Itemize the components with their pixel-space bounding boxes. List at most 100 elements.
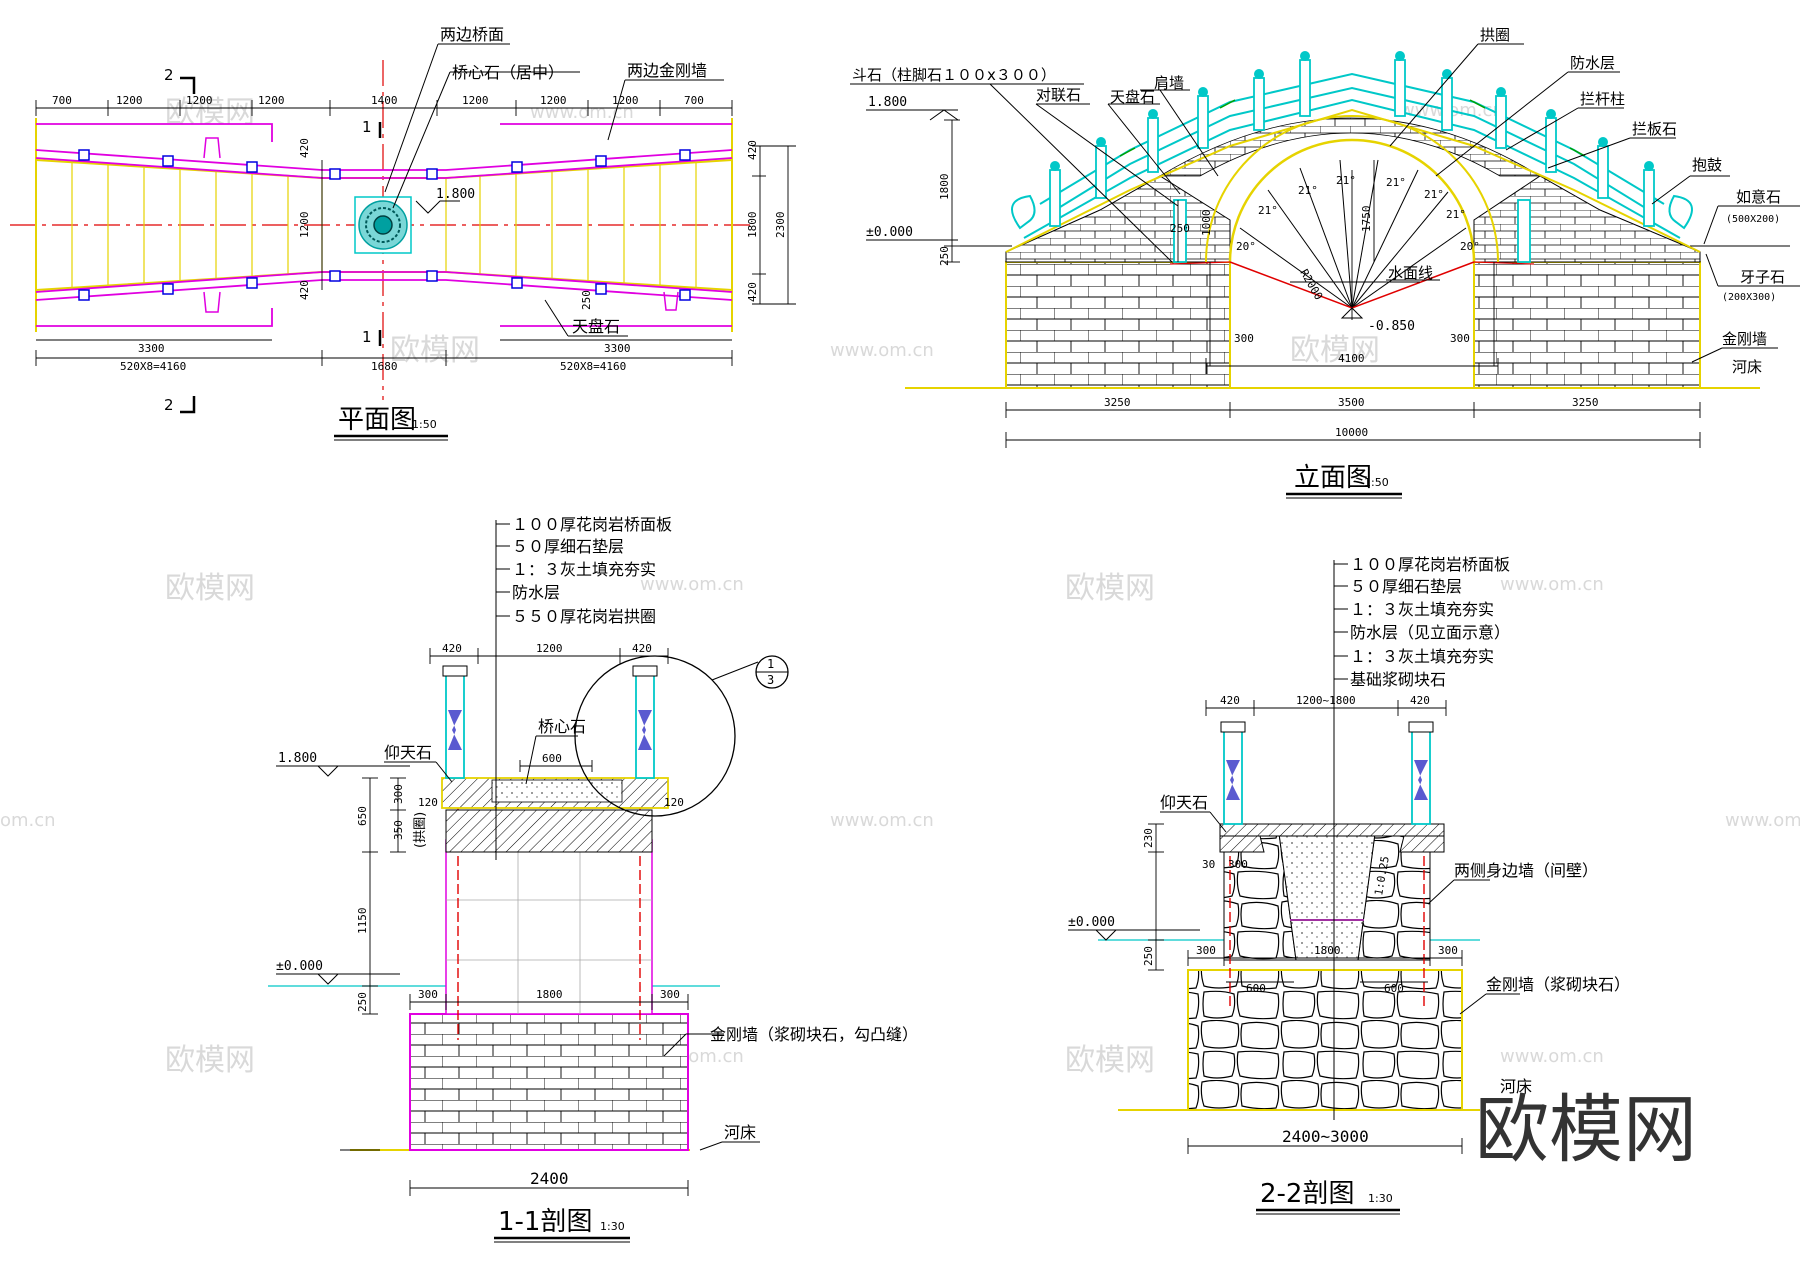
dim-250: 250 [580, 290, 593, 310]
watermark-url: www.om.cn [1500, 1046, 1604, 1067]
section-2-title: 2-2剖图 [1260, 1179, 1354, 1209]
dim-3500: 3500 [1338, 396, 1365, 409]
label-gongquan: (拱圈) [413, 812, 428, 848]
elevation-posts [1049, 59, 1655, 227]
layer-item: １：３灰土填充夯实 [1350, 647, 1494, 666]
baluster-right [632, 665, 658, 779]
baluster-left [442, 665, 468, 779]
dim-420: 420 [746, 282, 759, 302]
label-yazi: 牙子石 [1740, 268, 1785, 286]
elevation-view: 20° 21° 21° 21° 21° 21° 21° 20° 1800 [850, 26, 1800, 499]
dim-1200: 1200 [612, 94, 639, 107]
dim-1800: 1800 [746, 212, 759, 239]
dim-420: 420 [442, 642, 462, 655]
watermark-url: www.om.cn [1500, 574, 1604, 595]
label-ruyi-size: (500X200) [1726, 214, 1780, 225]
dim-250: 250 [356, 992, 369, 1012]
section-mark: 1 [362, 118, 372, 136]
plan-scale: 1:50 [412, 418, 437, 431]
dim-250: 250 [938, 246, 951, 266]
dim-700: 700 [684, 94, 704, 107]
label-jingang: 金刚墙 [1722, 330, 1767, 348]
detail-number: 1 [767, 657, 774, 671]
label-deck: 两边桥面 [440, 25, 504, 44]
dim-1750: 1750 [1360, 206, 1373, 233]
level-zero: ±0.000 [1068, 915, 1115, 930]
label-jingang: 金刚墙（浆砌块石） [1486, 975, 1630, 994]
dim-120: 120 [418, 796, 438, 809]
label-water: 水面线 [1388, 264, 1433, 282]
dim-radius: R2000 [1297, 267, 1325, 302]
section-mark: 2 [164, 396, 174, 414]
detail-sheet: 3 [767, 673, 774, 687]
watermark-url: www.om.cn [640, 574, 744, 595]
angle-label: 21° [1298, 184, 1318, 197]
dim-4160: 520X8=4160 [560, 360, 626, 373]
label-yangtian: 仰天石 [384, 743, 432, 762]
plan-view: 700 1200 1200 1200 1400 1200 1200 1200 7… [10, 25, 796, 441]
watermark-url: www.om.cn [530, 102, 634, 123]
label-wall: 两边金刚墙 [627, 61, 707, 80]
dim-1150: 1150 [356, 908, 369, 935]
dim-1800: 1800 [938, 174, 951, 201]
label-qiaoxin: 桥心石 [538, 717, 586, 736]
label-hechuang: 河床 [1500, 1077, 1532, 1096]
section-2-2: １００厚花岗岩桥面板 ５０厚细石垫层 １：３灰土填充夯实 防水层（见立面示意） … [1068, 555, 1630, 1215]
plan-posts [78, 149, 691, 301]
dim-1400: 1400 [371, 94, 398, 107]
angle-label: 21° [1258, 204, 1278, 217]
dim-600: 600 [542, 752, 562, 765]
elevation-scale: 1:50 [1364, 476, 1389, 489]
level-zero: ±0.000 [866, 225, 913, 240]
section-1-title: 1-1剖图 [498, 1207, 592, 1237]
dim-420: 420 [298, 138, 311, 158]
dim-1200: 1200 [186, 94, 213, 107]
label-hechuang: 河床 [724, 1123, 756, 1142]
watermark-url: om.cn [0, 810, 56, 831]
dim-3250: 3250 [1572, 396, 1599, 409]
baluster-right [1408, 721, 1434, 825]
plan-level: 1.800 [436, 187, 475, 202]
watermark-url: www.om.cn [1725, 810, 1800, 831]
layer-item: 防水层 [512, 583, 560, 602]
dim-3300: 3300 [604, 342, 631, 355]
dim-4160: 520X8=4160 [120, 360, 186, 373]
dim-300: 300 [660, 988, 680, 1001]
dim-700: 700 [52, 94, 72, 107]
post-finials [1050, 51, 1654, 171]
level-1800: 1.800 [278, 751, 317, 766]
dim-4100: 4100 [1338, 352, 1365, 365]
dim-1200: 1200 [258, 94, 285, 107]
baluster-left [1220, 721, 1246, 825]
angle-label: 21° [1386, 176, 1406, 189]
layer-item: ５０厚细石垫层 [1350, 577, 1462, 596]
level-minus: -0.850 [1368, 319, 1415, 334]
dim-300: 300 [1450, 332, 1470, 345]
dim-1200: 1200 [298, 212, 311, 239]
layer-item: ５５０厚花岗岩拱圈 [512, 607, 656, 626]
label-hechuang: 河床 [1732, 358, 1762, 376]
level-1800: 1.800 [868, 95, 907, 110]
label-lanban: 拦板石 [1632, 120, 1677, 138]
label-yazi-size: (200X300) [1722, 292, 1776, 303]
label-duilian: 对联石 [1036, 86, 1081, 104]
watermark-url: www.om.cn [830, 340, 934, 361]
dim-300: 300 [1196, 944, 1216, 957]
dim-650: 650 [356, 806, 369, 826]
watermark-brand: 欧模网 [165, 571, 255, 606]
watermark-brand: 欧模网 [1065, 571, 1155, 606]
dim-120: 120 [664, 796, 684, 809]
label-fangshui: 防水层 [1570, 54, 1615, 72]
watermark-brand: 欧模网 [165, 1043, 255, 1078]
label-langanzhu: 拦杆柱 [1580, 90, 1625, 108]
dim-420: 420 [632, 642, 652, 655]
dim-2400: 2400 [530, 1169, 569, 1188]
label-center-stone: 桥心石（居中） [452, 63, 564, 82]
dim-3250: 3250 [1104, 396, 1131, 409]
angle-label: 20° [1236, 240, 1256, 253]
angle-label: 20° [1460, 240, 1480, 253]
elevation-title: 立面图 [1294, 463, 1372, 493]
watermark-logo: 欧模网 [1475, 1087, 1697, 1173]
watermark-brand: 欧模网 [1290, 333, 1380, 368]
